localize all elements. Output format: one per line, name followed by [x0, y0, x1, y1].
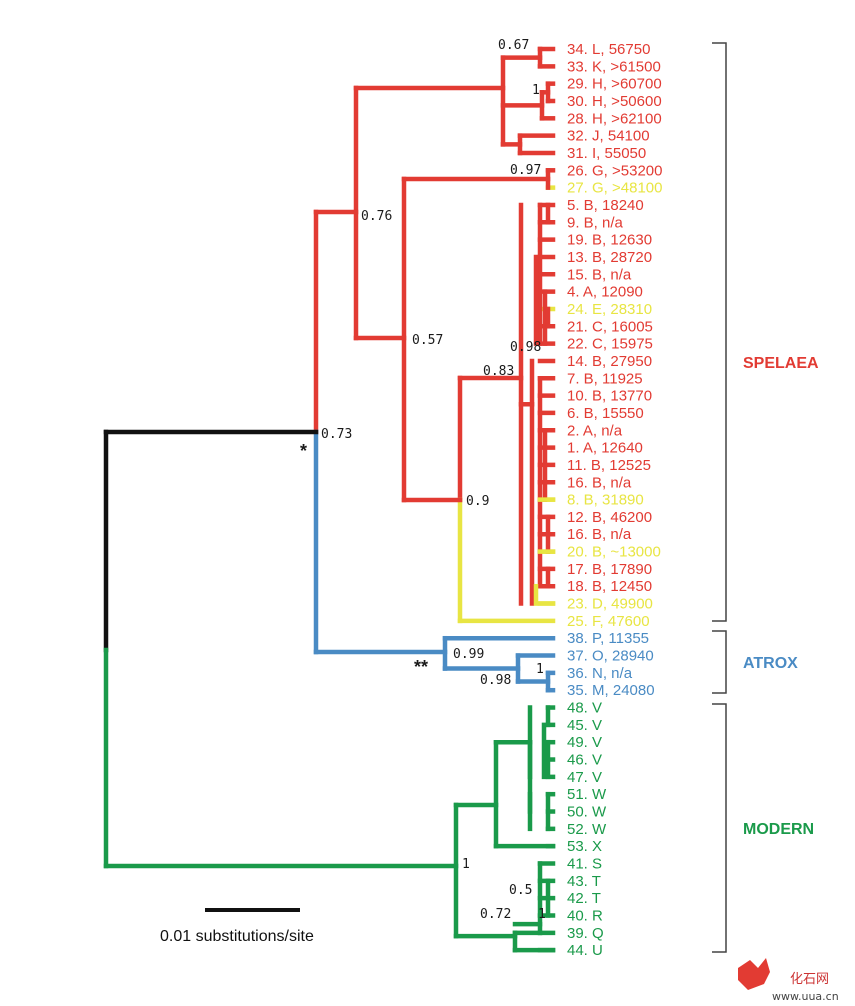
- leaf-label: 16. B, n/a: [567, 474, 632, 491]
- leaf-label: 52. W: [567, 821, 607, 838]
- leaf-label: 42. T: [567, 890, 601, 907]
- leaf-label: 26. G, >53200: [567, 162, 663, 179]
- leaf-label: 40. R: [567, 908, 603, 925]
- support-value: 0.67: [498, 38, 529, 53]
- support-value: 0.98: [510, 340, 541, 355]
- single-star-marker: *: [300, 441, 307, 461]
- support-value: 0.98: [480, 673, 511, 688]
- support-value: 0.99: [453, 647, 484, 662]
- watermark-logo: 化石网 www.uua.cn: [738, 958, 839, 1003]
- leaf-label: 2. A, n/a: [567, 422, 623, 439]
- leaf-label: 7. B, 11925: [567, 370, 643, 387]
- watermark-url: www.uua.cn: [772, 990, 839, 1003]
- support-value: 0.72: [480, 907, 511, 922]
- clade-bracket-spelaea: [712, 42, 727, 622]
- support-value: 0.9: [466, 494, 489, 509]
- support-value: 1: [538, 907, 546, 922]
- support-value: 0.76: [361, 209, 392, 224]
- leaf-label: 35. M, 24080: [567, 682, 655, 699]
- leaf-label: 43. T: [567, 873, 601, 890]
- support-value: 0.5: [509, 883, 532, 898]
- leaf-label: 37. O, 28940: [567, 648, 654, 665]
- leaf-label: 34. L, 56750: [567, 41, 650, 58]
- leaf-label: 33. K, >61500: [567, 58, 661, 75]
- leaf-label: 10. B, 13770: [567, 388, 652, 405]
- double-star-marker: **: [414, 657, 428, 677]
- support-value: 0.57: [412, 333, 443, 348]
- leaf-label: 19. B, 12630: [567, 232, 652, 249]
- leaf-label: 17. B, 17890: [567, 561, 652, 578]
- leaf-label: 4. A, 12090: [567, 284, 643, 301]
- leaf-label: 53. X: [567, 838, 602, 855]
- leaf-label: 20. B, ~13000: [567, 544, 661, 561]
- leaf-label: 50. W: [567, 804, 607, 821]
- clade-label-spelaea: SPELAEA: [743, 355, 819, 372]
- leaf-label: 49. V: [567, 734, 602, 751]
- support-value: 1: [536, 662, 544, 677]
- leaf-label: 13. B, 28720: [567, 249, 652, 266]
- clade-bracket-modern: [712, 703, 727, 953]
- watermark-icon: [738, 958, 770, 990]
- leaf-label: 44. U: [567, 942, 603, 959]
- leaf-label: 38. P, 11355: [567, 630, 649, 647]
- leaf-label: 1. A, 12640: [567, 440, 643, 457]
- leaf-label: 14. B, 27950: [567, 353, 652, 370]
- leaf-label: 32. J, 54100: [567, 128, 650, 145]
- tree-branches: [103, 46, 556, 953]
- leaf-label: 5. B, 18240: [567, 197, 644, 214]
- leaf-label: 12. B, 46200: [567, 509, 652, 526]
- leaf-label: 45. V: [567, 717, 602, 734]
- leaf-label: 21. C, 16005: [567, 318, 653, 335]
- leaf-label: 16. B, n/a: [567, 526, 632, 543]
- leaf-label: 23. D, 49900: [567, 596, 653, 613]
- leaf-label: 41. S: [567, 856, 602, 873]
- leaf-label: 39. Q: [567, 925, 604, 942]
- leaf-label: 18. B, 12450: [567, 578, 652, 595]
- leaf-label: 24. E, 28310: [567, 301, 652, 318]
- support-value: 1: [532, 83, 540, 98]
- support-value: 0.97: [510, 163, 541, 178]
- leaf-label: 28. H, >62100: [567, 110, 662, 127]
- clade-bracket-atrox: [712, 630, 727, 694]
- leaf-label: 22. C, 15975: [567, 336, 653, 353]
- watermark-text: 化石网: [790, 972, 829, 987]
- leaf-label: 29. H, >60700: [567, 76, 662, 93]
- leaf-label: 11. B, 12525: [567, 457, 651, 474]
- support-value: 0.83: [483, 364, 514, 379]
- leaf-label: 46. V: [567, 752, 602, 769]
- leaf-label: 36. N, n/a: [567, 665, 633, 682]
- leaf-label: 48. V: [567, 700, 602, 717]
- leaf-label: 51. W: [567, 786, 607, 803]
- leaf-label: 31. I, 55050: [567, 145, 646, 162]
- clade-label-atrox: ATROX: [743, 655, 798, 672]
- leaf-label: 25. F, 47600: [567, 613, 650, 630]
- scale-bar-label: 0.01 substitutions/site: [160, 928, 314, 945]
- leaf-label: 15. B, n/a: [567, 266, 632, 283]
- support-value: 1: [462, 857, 470, 872]
- clade-label-modern: MODERN: [743, 821, 814, 838]
- leaf-label: 47. V: [567, 769, 602, 786]
- support-value: 0.73: [321, 427, 352, 442]
- leaf-label: 9. B, n/a: [567, 214, 624, 231]
- leaf-label: 27. G, >48100: [567, 180, 663, 197]
- leaf-label: 30. H, >50600: [567, 93, 662, 110]
- leaf-label: 6. B, 15550: [567, 405, 644, 422]
- leaf-label: 8. B, 31890: [567, 492, 644, 509]
